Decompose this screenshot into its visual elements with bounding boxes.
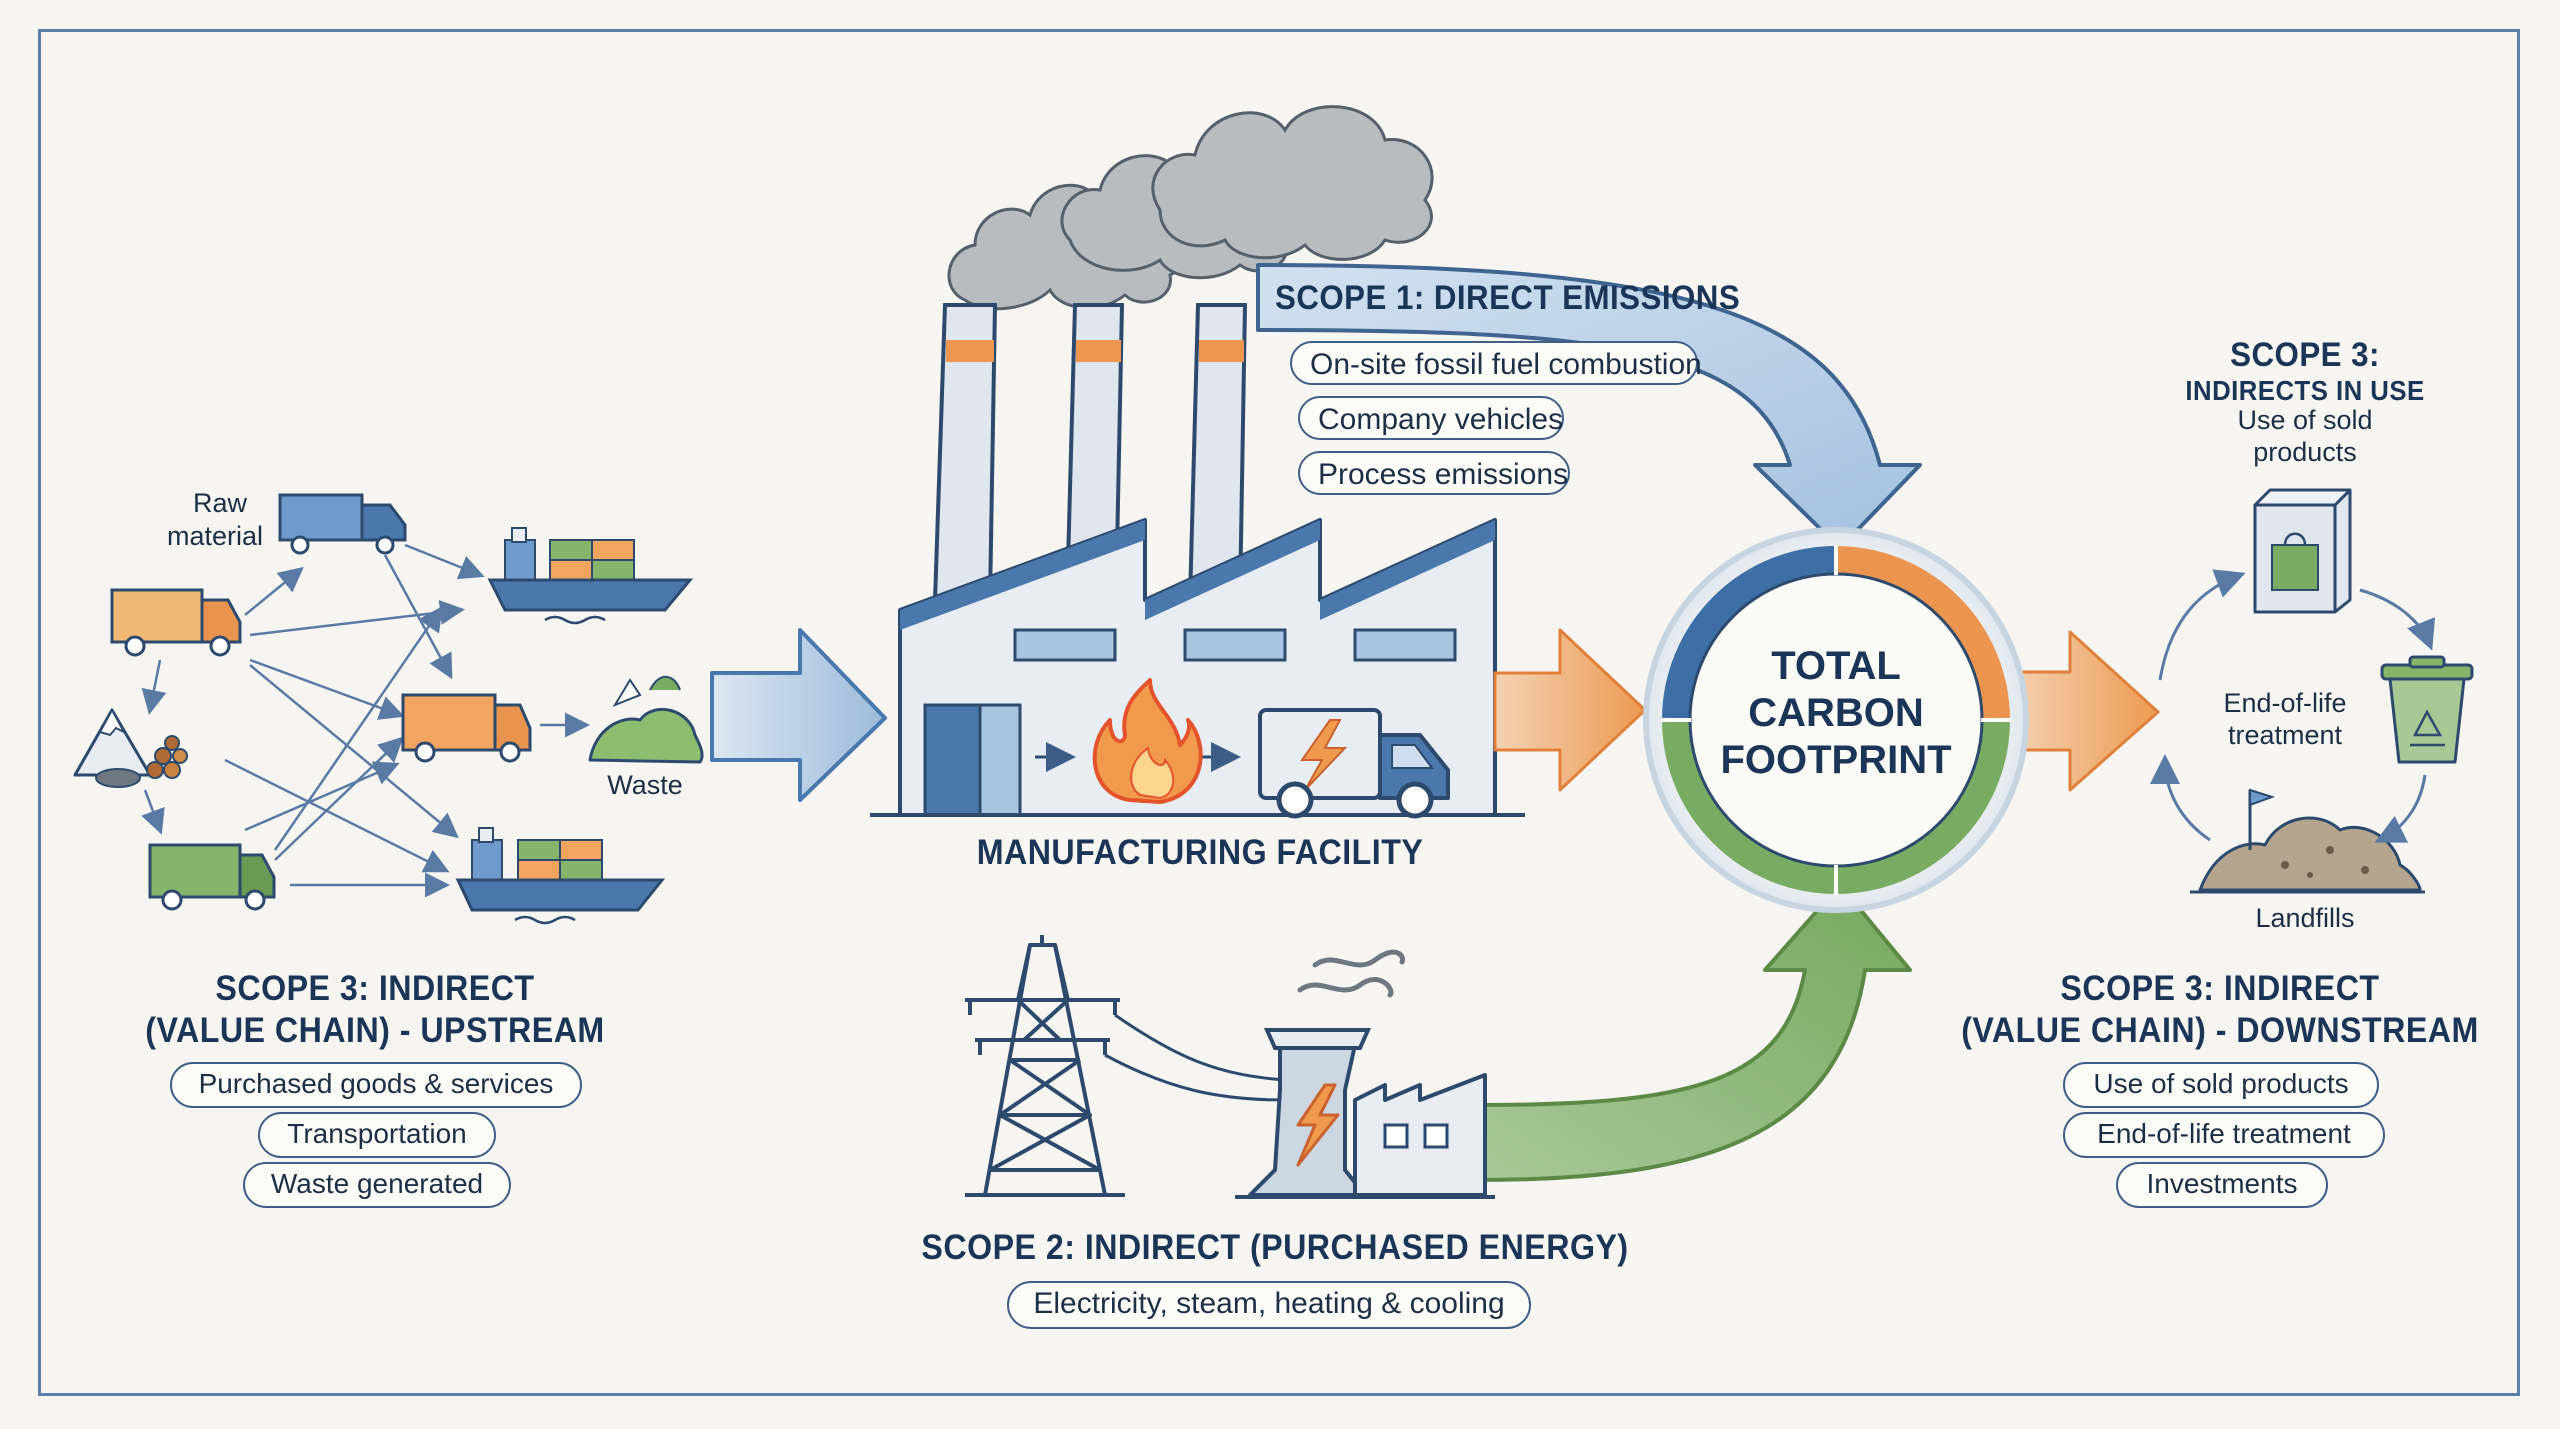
- facility-label: MANUFACTURING FACILITY: [976, 833, 1424, 872]
- scope2-title: SCOPE 2: INDIRECT (PURCHASED ENERGY): [921, 1228, 1629, 1267]
- flame-icon: [1092, 678, 1203, 804]
- landfill-icon: [2190, 788, 2425, 894]
- truck-icon: [148, 843, 276, 911]
- cycle-landfills: Landfills: [2255, 903, 2355, 933]
- cycle-subtitle: INDIRECTS IN USE: [2185, 375, 2425, 406]
- product-box-icon: [2253, 488, 2352, 614]
- upstream-item-transportation: Transportation: [258, 1112, 496, 1158]
- truck-icon: [401, 693, 532, 763]
- upstream-item-waste: Waste generated: [243, 1162, 511, 1208]
- cycle-title: SCOPE 3:: [2230, 336, 2380, 374]
- upstream-title-line2: (VALUE CHAIN) - UPSTREAM: [145, 1011, 605, 1050]
- cycle-use-line1: Use of sold: [2237, 405, 2373, 435]
- power-plant-icon: [1235, 949, 1495, 1199]
- cargo-ship-icon: [455, 827, 666, 925]
- smoke-cloud-icon: [947, 105, 1434, 311]
- cycle-use-line2: products: [2253, 437, 2357, 467]
- downstream-item-eol: End-of-life treatment: [2063, 1112, 2385, 1158]
- scope1-title: SCOPE 1: DIRECT EMISSIONS: [1275, 279, 1741, 317]
- truck-icon: [278, 493, 407, 555]
- raw-material-label-line2: material: [166, 521, 264, 551]
- recycle-bin-icon: [2380, 655, 2474, 764]
- chimneys: [932, 303, 1248, 602]
- scope1-arrow: [1256, 263, 1922, 550]
- facility-output-arrow: [1493, 628, 1647, 792]
- raw-material-label-line1: Raw: [192, 488, 247, 518]
- total-footprint-ring: [1643, 527, 2029, 913]
- mountain-ore-icon: [73, 707, 188, 788]
- core-line1: TOTAL: [1771, 644, 1901, 688]
- upstream-item-purchased-goods: Purchased goods & services: [170, 1062, 582, 1108]
- core-line3: FOOTPRINT: [1720, 738, 1952, 782]
- power-tower-icon: [965, 935, 1286, 1197]
- downstream-item-investments: Investments: [2116, 1162, 2328, 1208]
- downstream-title-line2: (VALUE CHAIN) - DOWNSTREAM: [1961, 1011, 2479, 1050]
- cycle-eol-line2: treatment: [2227, 720, 2343, 750]
- scope2-arrow: [1476, 883, 1912, 1182]
- upstream-title-line1: SCOPE 3: INDIRECT: [215, 969, 535, 1008]
- truck-icon: [110, 588, 242, 657]
- cargo-ship-icon: [487, 527, 694, 625]
- scope1-item-vehicles: Company vehicles: [1298, 396, 1564, 440]
- cycle-arrows: [2150, 569, 2435, 843]
- electric-truck-icon: [1258, 708, 1450, 819]
- diagram-border: [38, 29, 2520, 1396]
- waste-label: Waste: [607, 770, 683, 800]
- downstream-item-use: Use of sold products: [2063, 1062, 2379, 1108]
- scope1-item-fossil-fuel: On-site fossil fuel combustion: [1290, 341, 1702, 385]
- cycle-eol-line1: End-of-life: [2223, 688, 2347, 718]
- upstream-input-arrow: [710, 628, 887, 802]
- scope2-item-energy: Electricity, steam, heating & cooling: [1007, 1281, 1531, 1329]
- scope1-item-process: Process emissions: [1298, 451, 1570, 495]
- downstream-title-line1: SCOPE 3: INDIRECT: [2060, 969, 2380, 1008]
- downstream-output-arrow: [2008, 630, 2160, 792]
- waste-pile-icon: [588, 675, 704, 764]
- upstream-flow-lines: [141, 543, 590, 898]
- core-line2: CARBON: [1748, 691, 1924, 735]
